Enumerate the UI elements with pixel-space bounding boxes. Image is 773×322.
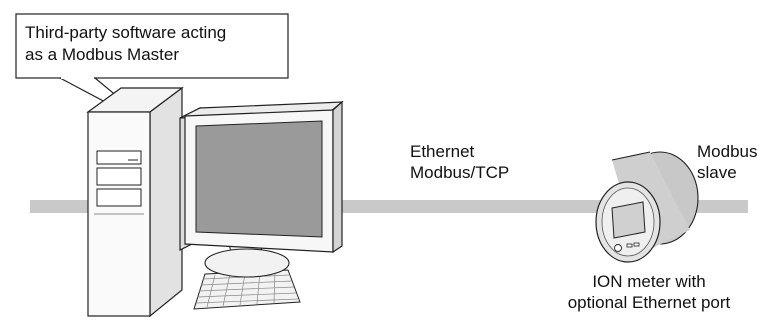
ion-meter-icon: [595, 151, 699, 263]
keyboard-icon: [193, 269, 301, 310]
callout-label: Third-party software acting as a Modbus …: [25, 22, 226, 66]
monitor-icon: [179, 100, 344, 254]
monitor-screen: [195, 120, 323, 238]
meter-label: ION meter with optional Ethernet port: [556, 271, 742, 313]
callout-line-2: as a Modbus Master: [25, 45, 180, 64]
meter-label-line-2: optional Ethernet port: [567, 293, 731, 312]
network-label-line-2: Modbus/TCP: [410, 163, 510, 182]
slave-label-line-1: Modbus: [697, 142, 758, 161]
slave-label-line-2: slave: [697, 163, 737, 182]
meter-label-line-1: ION meter with: [592, 272, 706, 291]
computer-tower-icon: [86, 86, 184, 318]
slave-label: Modbus slave: [697, 141, 757, 183]
callout-line-1: Third-party software acting: [25, 23, 227, 42]
network-label-line-1: Ethernet: [410, 142, 475, 161]
network-label: Ethernet Modbus/TCP: [410, 141, 509, 183]
meter-display: [611, 201, 646, 239]
